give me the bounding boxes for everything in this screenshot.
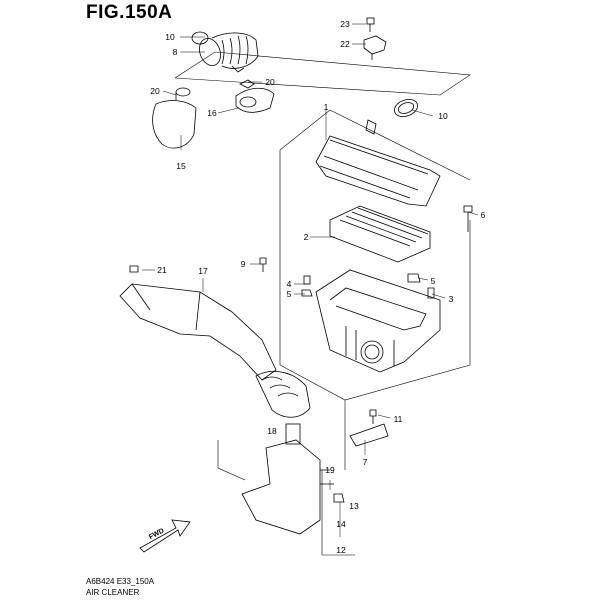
- cleaner-case: [315, 269, 441, 373]
- callout-20b: 20: [150, 85, 160, 96]
- assembly-frame: [174, 51, 471, 556]
- callout-20a: 20: [265, 76, 275, 87]
- resonator: [152, 92, 197, 149]
- callout-12: 12: [336, 544, 346, 555]
- callout-3: 3: [448, 293, 454, 304]
- figure-code: A6B424 E33_150A: [86, 577, 155, 586]
- callout-5a: 5: [430, 275, 436, 286]
- fasteners: [259, 205, 473, 299]
- callout-15: 15: [176, 160, 186, 171]
- callout-13: 13: [349, 500, 359, 511]
- lower-resonator: [241, 423, 345, 535]
- callout-9: 9: [240, 258, 246, 269]
- callout-19: 19: [325, 464, 335, 475]
- callout-14: 14: [336, 518, 346, 529]
- hose-clamp: [393, 99, 419, 117]
- callout-16: 16: [207, 107, 217, 118]
- cleaner-cover: [315, 119, 441, 207]
- sensor-assembly: [363, 17, 387, 60]
- air-filter: [329, 205, 431, 263]
- inlet-duct: [119, 283, 311, 418]
- callout-5b: 5: [286, 288, 292, 299]
- callout-17: 17: [198, 265, 208, 276]
- callout-1: 1: [323, 101, 329, 112]
- figure-name: AIR CLEANER: [86, 588, 140, 597]
- bracket: [349, 409, 389, 447]
- callout-22: 22: [340, 38, 350, 49]
- small-duct: [175, 79, 275, 113]
- callout-8: 8: [172, 46, 178, 57]
- screw: [129, 265, 139, 273]
- callout-10a: 10: [165, 31, 175, 42]
- callout-23: 23: [340, 18, 350, 29]
- callout-10b: 10: [438, 110, 448, 121]
- intake-hose: [191, 31, 259, 73]
- callout-21: 21: [157, 264, 167, 275]
- callout-2: 2: [303, 231, 309, 242]
- callout-18: 18: [267, 425, 277, 436]
- callout-11: 11: [393, 413, 403, 424]
- forward-arrow: [139, 519, 191, 553]
- callout-7: 7: [362, 456, 368, 467]
- callout-6: 6: [480, 209, 486, 220]
- callout-4: 4: [286, 278, 292, 289]
- figure-title: FIG.150A: [86, 2, 173, 23]
